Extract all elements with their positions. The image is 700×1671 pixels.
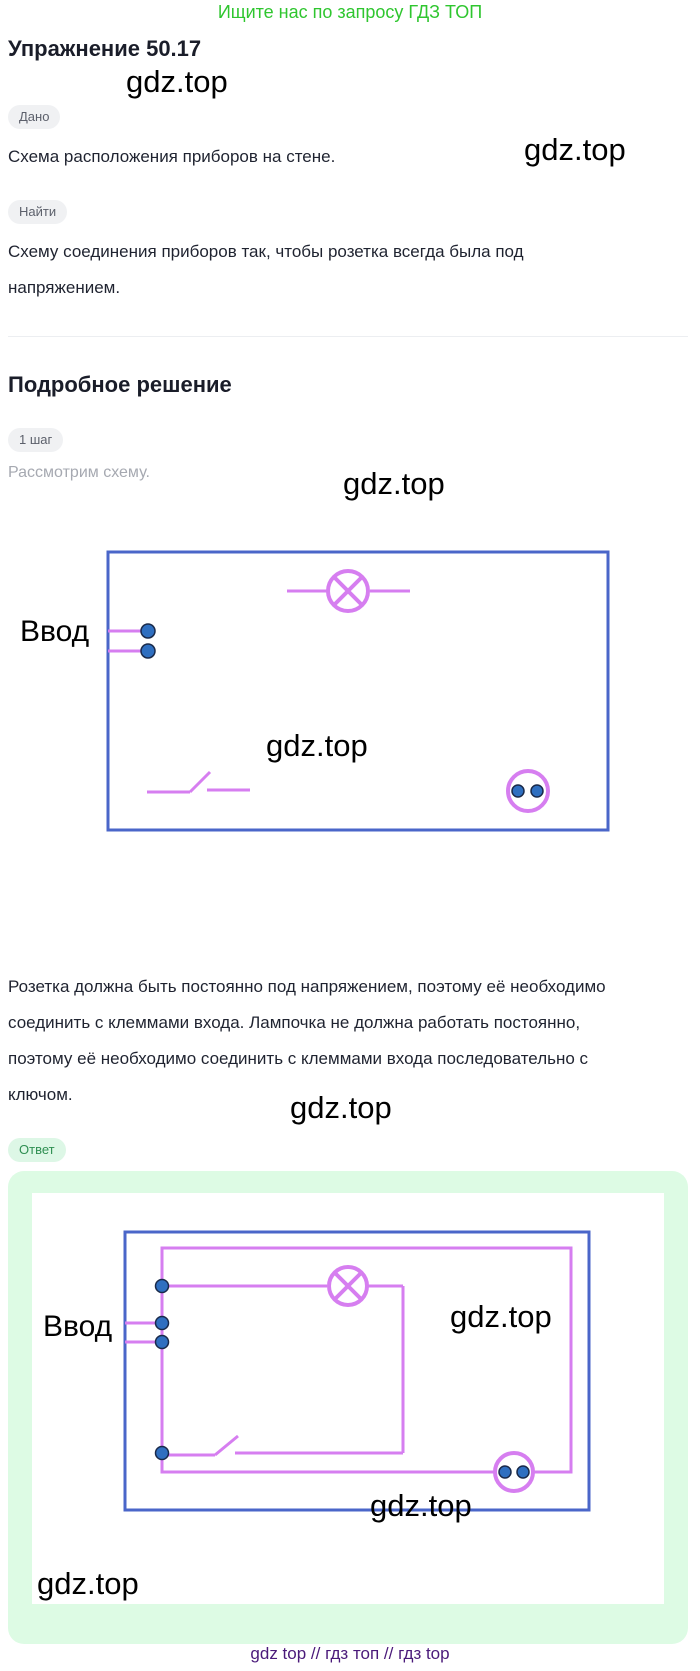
answer-badge: Ответ — [8, 1138, 66, 1162]
watermark: gdz.top — [126, 64, 228, 99]
step-badge: 1 шаг — [8, 428, 64, 452]
find-label: Найти — [8, 200, 68, 224]
footer-links[interactable]: gdz top // гдз топ // гдз top — [250, 1644, 450, 1663]
answer-image — [32, 1193, 664, 1604]
solution-title: Подробное решение — [8, 372, 232, 397]
explanation-line-4: ключом. — [8, 1085, 73, 1104]
socket-loop-wire — [160, 1246, 573, 1474]
input-terminal-1 — [154, 1315, 170, 1331]
watermark: gdz.top — [370, 1488, 472, 1523]
find-text-line-1: Схему соединения приборов так, чтобы роз… — [8, 242, 524, 261]
given-text: Схема расположения приборов на стене. — [8, 147, 336, 166]
top-banner[interactable]: Ищите нас по запросу ГДЗ ТОП — [217, 2, 483, 22]
explanation-line-3: поэтому её необходимо соединить с клемма… — [8, 1049, 589, 1068]
divider — [8, 336, 688, 337]
step-text: Рассмотрим схему. — [8, 464, 150, 481]
input-label: Ввод — [43, 1310, 113, 1343]
step-label: 1 шаг — [8, 428, 64, 452]
find-text-line-2: напряжением. — [8, 278, 121, 297]
switch-icon — [147, 770, 250, 794]
junction-terminal-top — [154, 1278, 170, 1294]
watermark: gdz.top — [290, 1090, 392, 1125]
input-terminal-2 — [140, 643, 156, 659]
wall-frame — [123, 1230, 591, 1512]
input-terminal-2 — [154, 1334, 170, 1350]
socket-icon — [493, 1451, 535, 1493]
watermark: gdz.top — [343, 466, 445, 501]
wall-frame — [106, 550, 610, 832]
watermark: gdz.top — [266, 728, 368, 763]
explanation-line-1: Розетка должна быть постоянно под напряж… — [8, 977, 606, 996]
exercise-title: Упражнение 50.17 — [8, 36, 202, 61]
lamp-icon — [327, 1265, 369, 1307]
find-badge: Найти — [8, 200, 68, 224]
lamp-icon — [326, 569, 370, 613]
junction-terminal-bottom — [154, 1445, 170, 1461]
answer-label: Ответ — [8, 1138, 66, 1162]
socket-icon — [506, 769, 550, 813]
watermark: gdz.top — [524, 132, 626, 167]
watermark: gdz.top — [450, 1299, 552, 1334]
input-label: Ввод — [20, 615, 90, 648]
input-terminal-1 — [140, 623, 156, 639]
watermark: gdz.top — [37, 1566, 139, 1601]
given-badge: Дано — [8, 105, 61, 129]
given-label: Дано — [8, 105, 61, 129]
explanation-line-2: соединить с клеммами входа. Лампочка не … — [8, 1013, 581, 1032]
switch-icon — [162, 1434, 403, 1457]
